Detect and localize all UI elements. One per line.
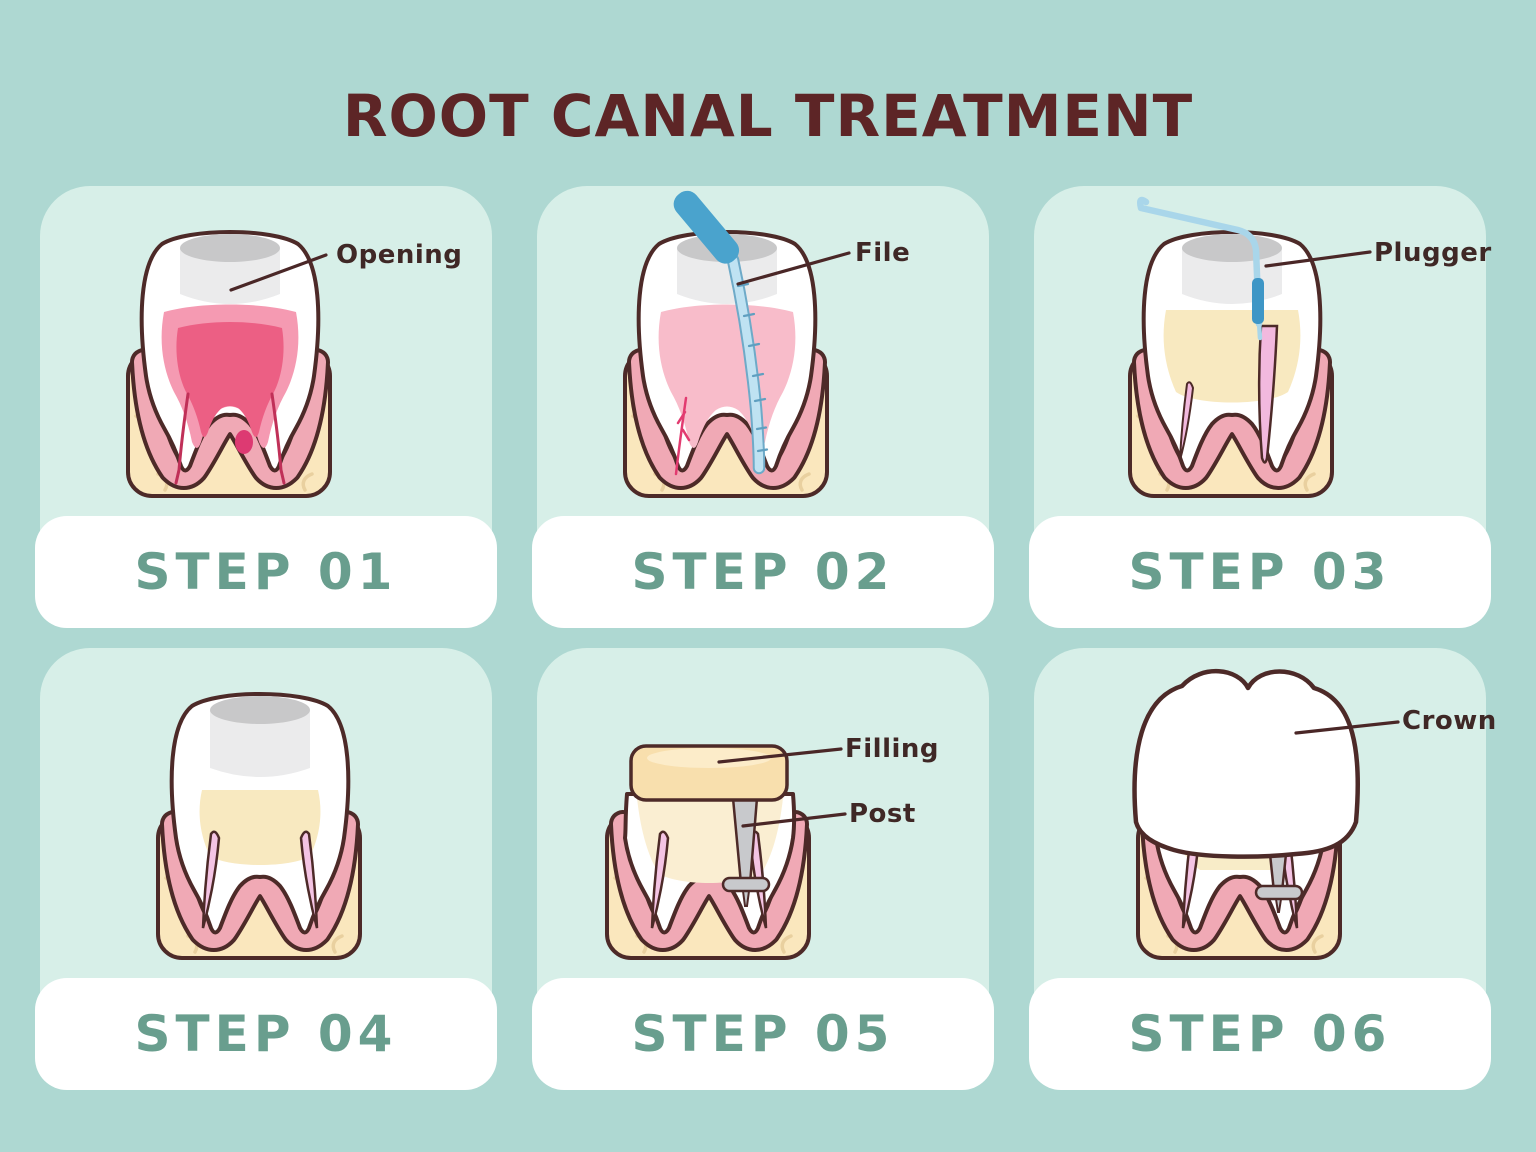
endodontic-file (673, 190, 769, 475)
step-panel-4: STEP 04 (35, 648, 497, 1090)
leader-line-opening (229, 253, 328, 292)
plugger-tool (1136, 196, 1264, 341)
annotation-plugger: Plugger (1374, 238, 1492, 268)
filling-cap (629, 744, 789, 802)
step-label-bar-3: STEP 03 (1029, 516, 1491, 628)
gum (1132, 348, 1332, 490)
step-label: STEP 05 (631, 1005, 895, 1063)
leader-line-crown (1294, 720, 1400, 735)
root-canals (1179, 324, 1279, 464)
step-label-bar-5: STEP 05 (532, 978, 994, 1090)
gum (130, 348, 330, 490)
illustration-step-3: Plugger (1034, 186, 1491, 516)
step-panel-3: Plugger STEP 03 (1029, 186, 1491, 628)
page-title: ROOT CANAL TREATMENT (342, 82, 1194, 150)
step-panel-6: Crown STEP 06 (1029, 648, 1496, 1090)
step-panel-1: Opening STEP 01 (35, 186, 497, 628)
step-label-bar-2: STEP 02 (532, 516, 994, 628)
step-label: STEP 02 (631, 543, 895, 601)
tooth-plugger-graphic (1128, 196, 1372, 498)
access-opening (210, 696, 310, 777)
step-label: STEP 04 (134, 1005, 398, 1063)
annotation-filling: Filling (845, 734, 940, 764)
illustration-step-4 (40, 648, 492, 978)
annotation-opening: Opening (336, 240, 463, 270)
metal-post (721, 796, 771, 907)
gum (627, 348, 827, 490)
dentin-fill (1163, 310, 1301, 403)
leader-line-plugger (1264, 250, 1372, 268)
illustration-step-1: Opening (40, 186, 492, 516)
gum (160, 810, 360, 952)
tooth-file-graphic (623, 190, 851, 498)
file-handle (673, 190, 740, 264)
leader-line-post (741, 812, 847, 828)
tooth-opening-graphic (126, 230, 332, 498)
illustration-step-6: Crown (1034, 648, 1496, 978)
tooth-filled-graphic (156, 692, 362, 960)
tooth-crown-graphic (1132, 669, 1400, 960)
dentin-fill (199, 790, 321, 865)
gum (609, 810, 809, 952)
step-panel-5: Filling Post STEP 05 (532, 648, 994, 1090)
step-label: STEP 01 (134, 543, 398, 601)
step-label-bar-6: STEP 06 (1029, 978, 1491, 1090)
step-label: STEP 03 (1128, 543, 1392, 601)
inflamed-pulp (161, 304, 299, 485)
leader-line-file (736, 251, 851, 286)
leader-line-filling (717, 747, 843, 764)
access-opening (180, 234, 280, 304)
abscess-spot (235, 430, 253, 454)
illustration-step-5: Filling Post (537, 648, 989, 978)
step-panel-2: File STEP 02 (532, 186, 994, 628)
annotation-crown: Crown (1402, 706, 1497, 736)
step-label: STEP 06 (1128, 1005, 1392, 1063)
step-label-bar-4: STEP 04 (35, 978, 497, 1090)
gum (1140, 810, 1340, 952)
root-canals (201, 830, 319, 929)
crown-cap (1132, 669, 1360, 859)
step-label-bar-1: STEP 01 (35, 516, 497, 628)
tooth-post-graphic (605, 744, 847, 960)
illustration-step-2: File (537, 186, 989, 516)
access-opening (1182, 234, 1282, 304)
annotation-file: File (855, 238, 911, 268)
annotation-post: Post (849, 799, 916, 829)
